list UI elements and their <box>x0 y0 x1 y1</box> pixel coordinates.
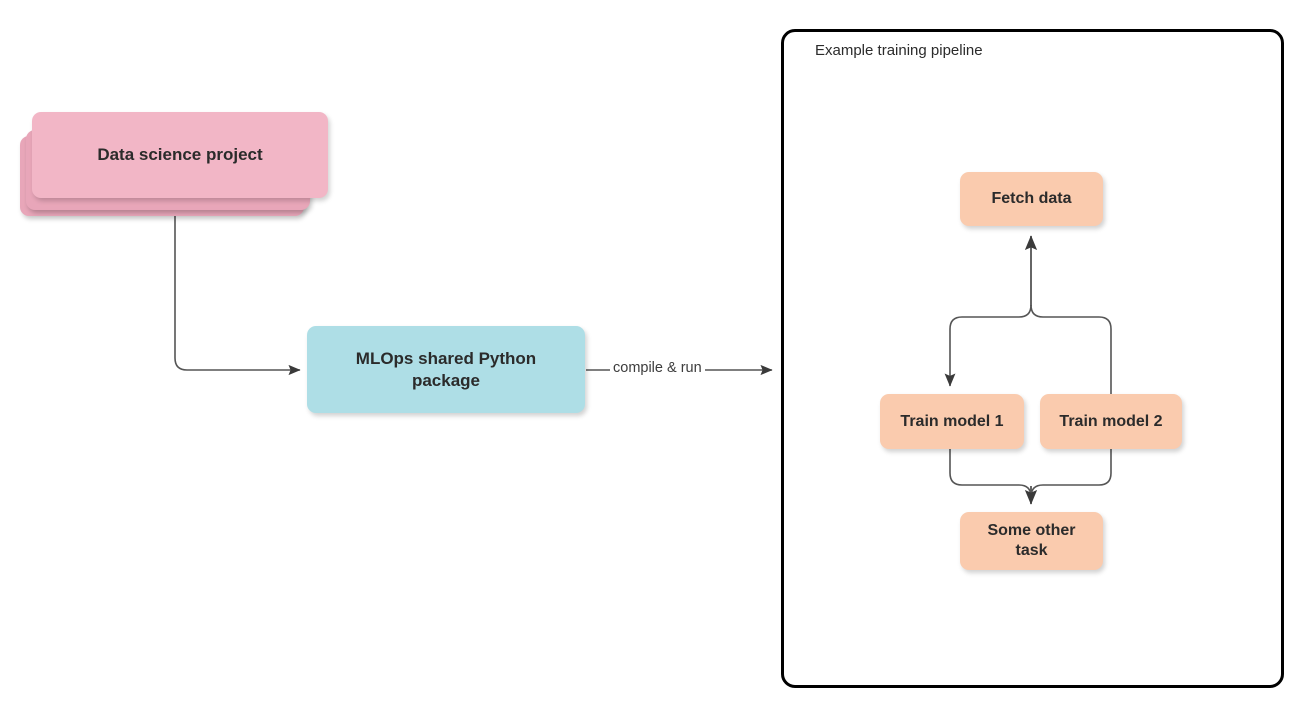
node-label-fetch-data: Fetch data <box>991 190 1072 207</box>
pipeline-container <box>781 29 1284 688</box>
node-label-some-other-task: Some other task <box>987 522 1076 559</box>
pipeline-title: Example training pipeline <box>815 42 983 59</box>
edge-label-compile-and-run: compile & run <box>610 360 705 376</box>
node-label-mlops-shared-python-package: MLOps shared Python package <box>355 349 537 390</box>
node-label-data-science-project: Data science project <box>97 145 263 164</box>
node-train-model-1[interactable]: Train model 1 <box>880 394 1024 449</box>
node-some-other-task[interactable]: Some other task <box>960 512 1103 570</box>
node-label-train-model-2: Train model 2 <box>1059 412 1163 430</box>
node-train-model-2[interactable]: Train model 2 <box>1040 394 1182 449</box>
node-label-data-science-project-card: Data science project <box>32 112 328 198</box>
node-fetch-data[interactable]: Fetch data <box>960 172 1103 226</box>
edge-project-to-package <box>174 200 301 376</box>
node-label-train-model-1: Train model 1 <box>900 412 1004 430</box>
node-mlops-shared-python-package[interactable]: MLOps shared Python package <box>307 326 585 413</box>
node-data-science-project[interactable]: Data science project <box>20 112 328 216</box>
